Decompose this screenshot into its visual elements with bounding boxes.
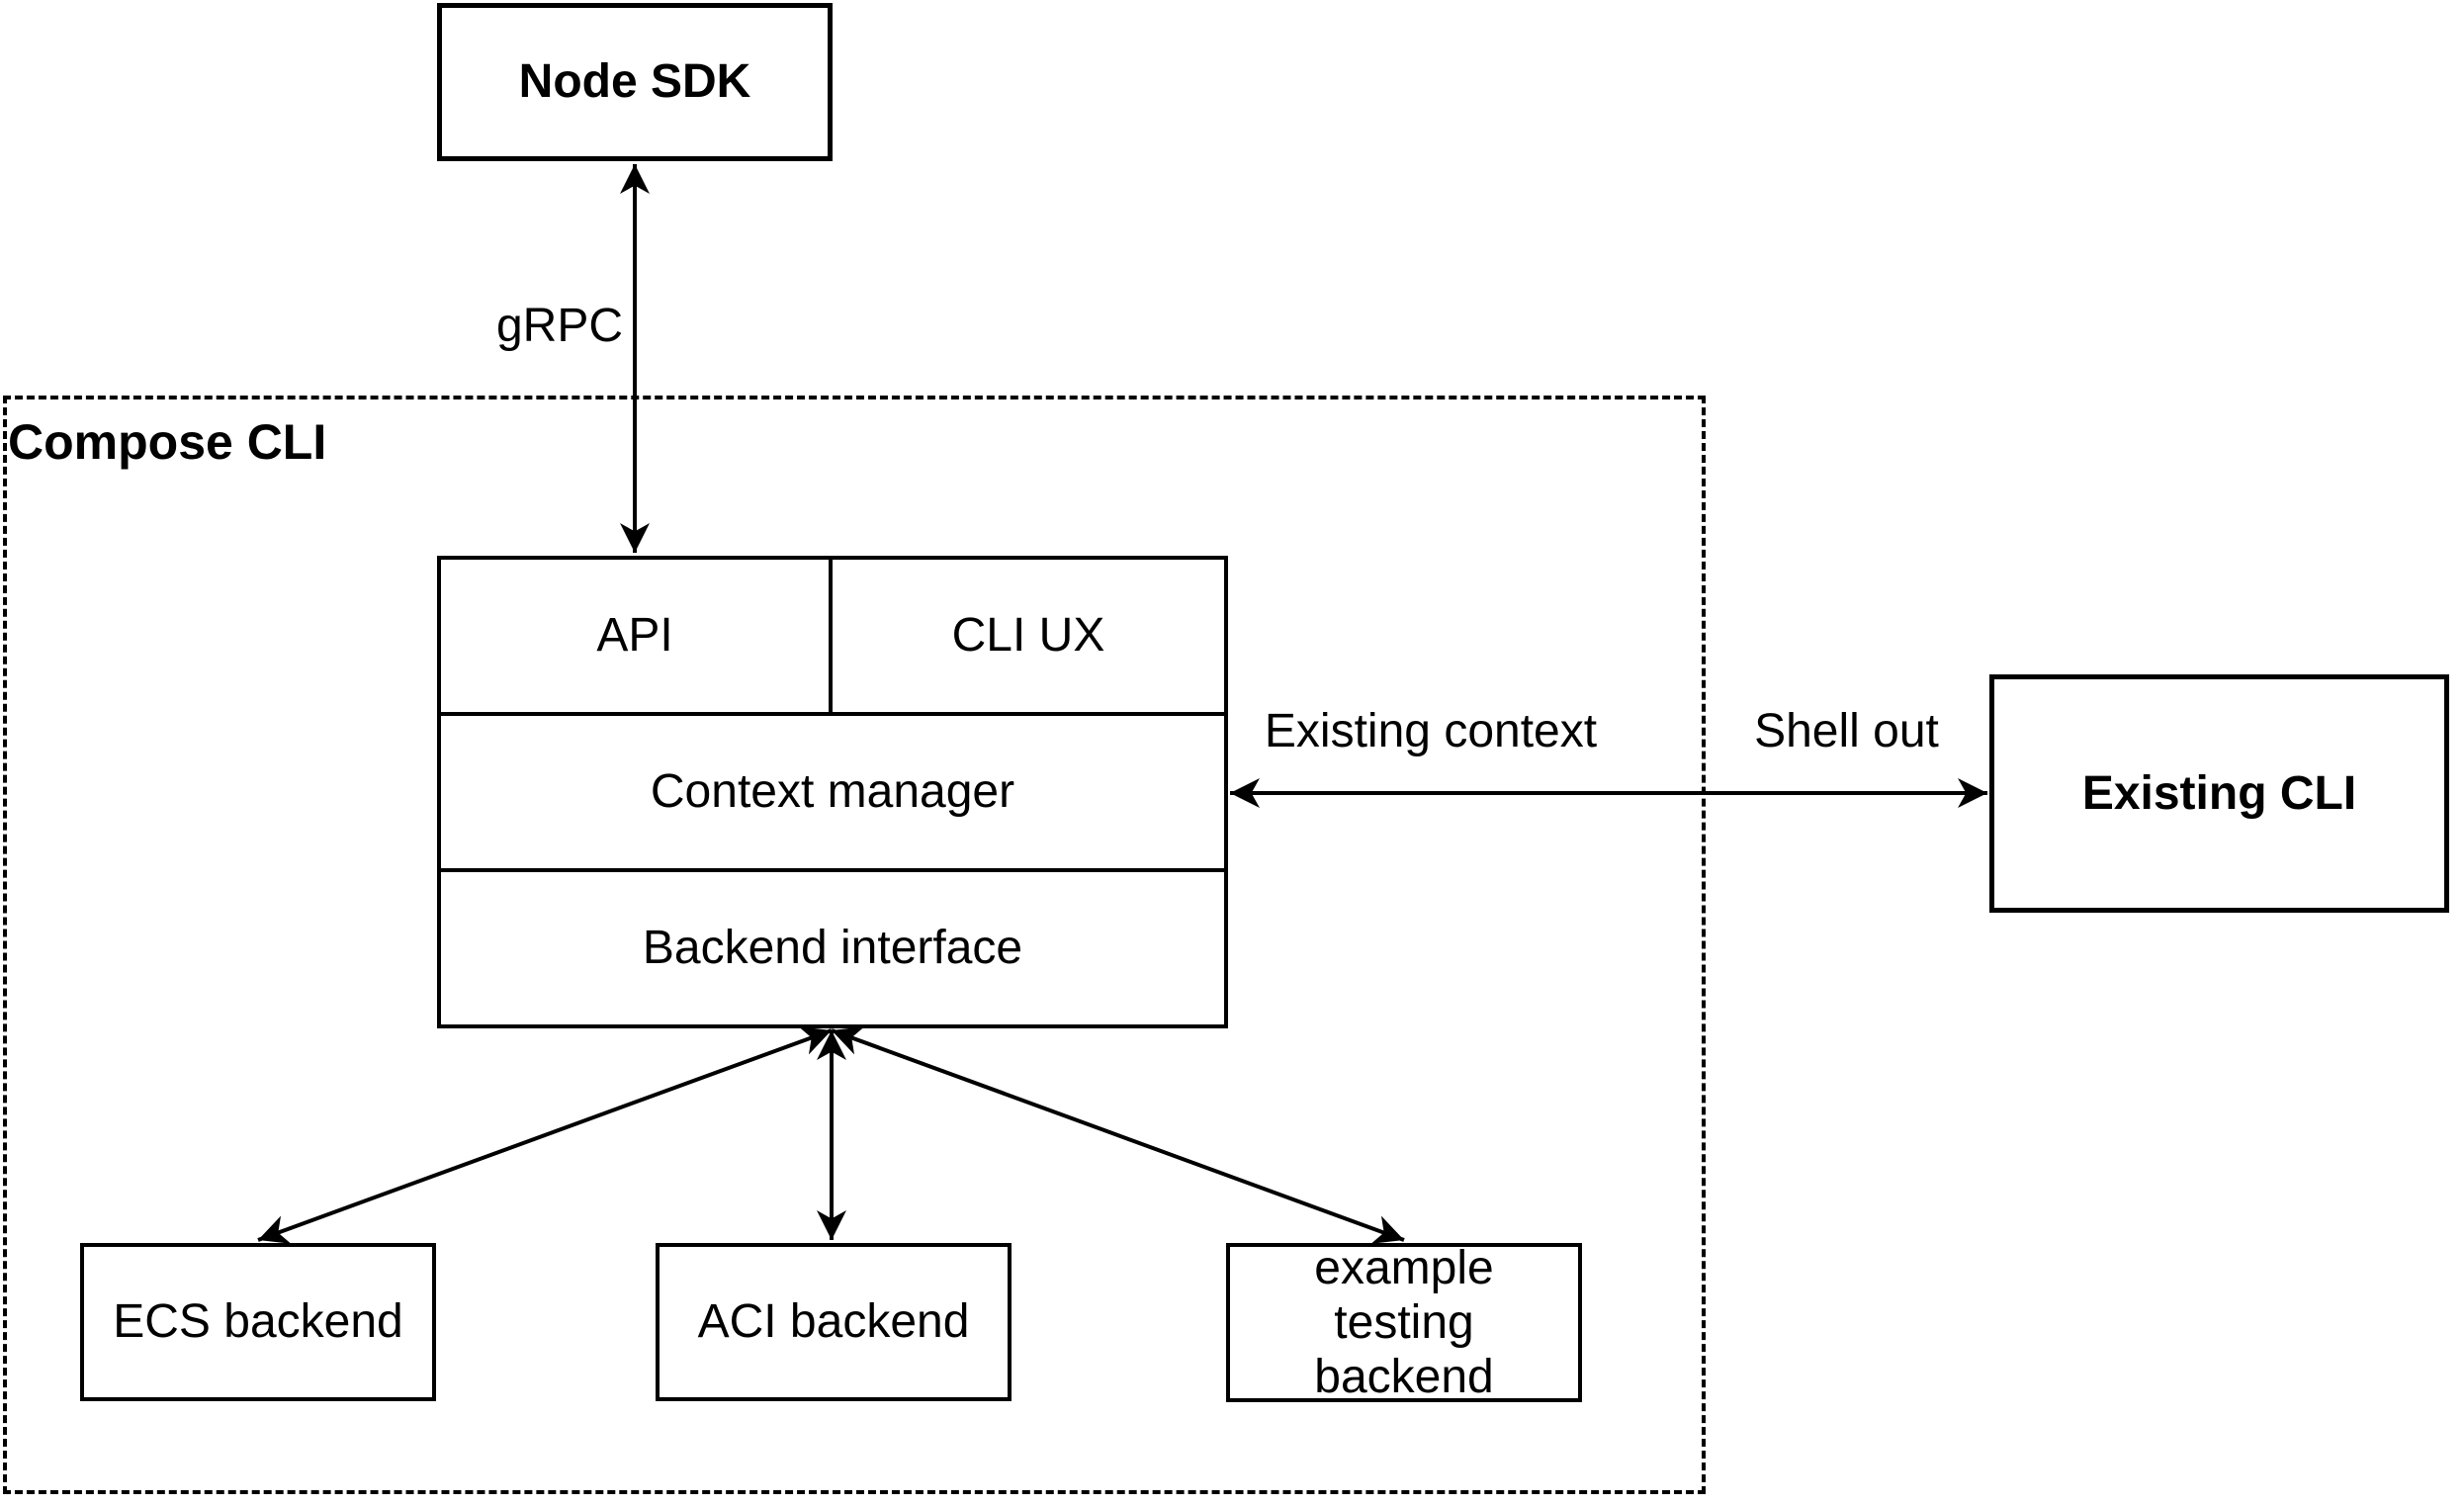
node-backend-interface: Backend interface [441, 868, 1224, 1024]
edge-label-grpc: gRPC [495, 300, 623, 352]
node-node-sdk: Node SDK [437, 3, 833, 161]
node-example-testing-backend: example testing backend [1226, 1242, 1582, 1403]
compose-cli-container [3, 396, 1706, 1494]
edge-label-existing-context: Existing context [1264, 705, 1598, 757]
compose-cli-container-label: Compose CLI [8, 414, 327, 470]
stack-top-row: API CLI UX [441, 560, 1224, 712]
node-api: API [441, 560, 833, 712]
node-existing-cli: Existing CLI [1989, 674, 2449, 913]
edge-label-shell-out: Shell out [1754, 705, 1939, 757]
node-aci-backend: ACI backend [656, 1243, 1012, 1401]
node-ecs-backend: ECS backend [80, 1243, 436, 1401]
node-cli-ux: CLI UX [951, 609, 1105, 663]
node-compose-stack: API CLI UX Context manager Backend inter… [437, 556, 1228, 1028]
node-context-manager: Context manager [441, 712, 1224, 868]
